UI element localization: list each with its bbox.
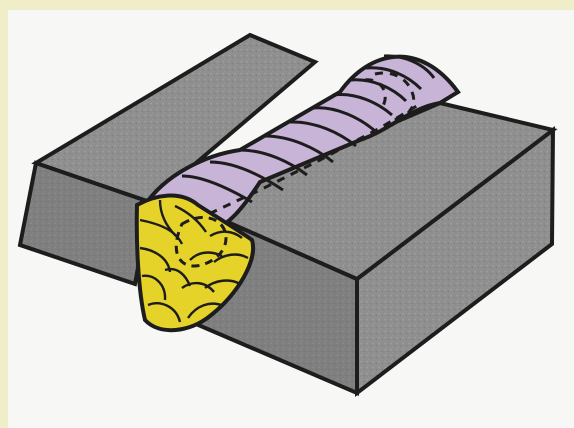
workpiece-block bbox=[20, 35, 553, 393]
